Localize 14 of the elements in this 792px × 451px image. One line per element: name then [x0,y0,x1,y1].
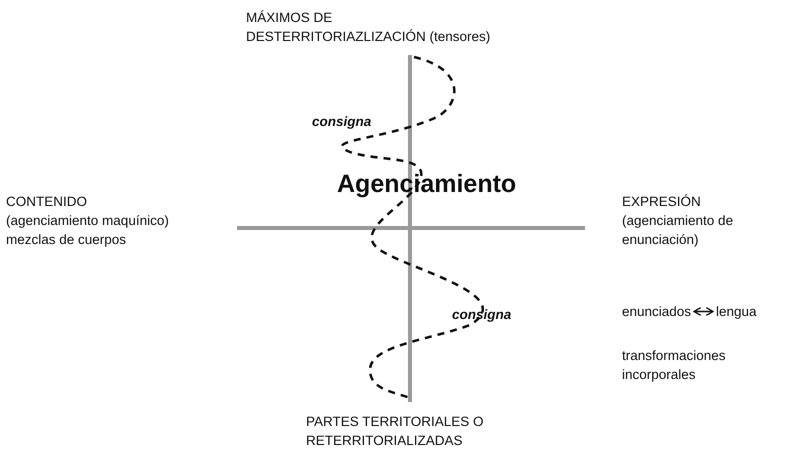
axis-label: MÁXIMOS DE DESTERRITORIAZLIZACIÓN (tensores) [246,9,492,46]
description-text: mezclas de cuerpos [6,231,126,249]
wave-label: consigna [452,306,512,324]
wave-label: consigna [312,113,372,131]
term-label: lengua [716,302,757,321]
center-title: Agenciamiento [337,169,516,200]
axis-label: PARTES TERRITORIALES O RETERRITORIALIZADAS [306,413,485,450]
term-label: enunciados [622,302,692,321]
description-text: transformaciones incorporales [622,347,727,384]
axis-subtitle: (agenciamiento de enunciación) [622,212,734,249]
double-arrow [693,306,714,316]
axis-subtitle: (agenciamiento maquínico) [6,212,169,230]
axis-label: CONTENIDO [6,193,87,211]
axis-label: EXPRESIÓN [622,193,701,211]
